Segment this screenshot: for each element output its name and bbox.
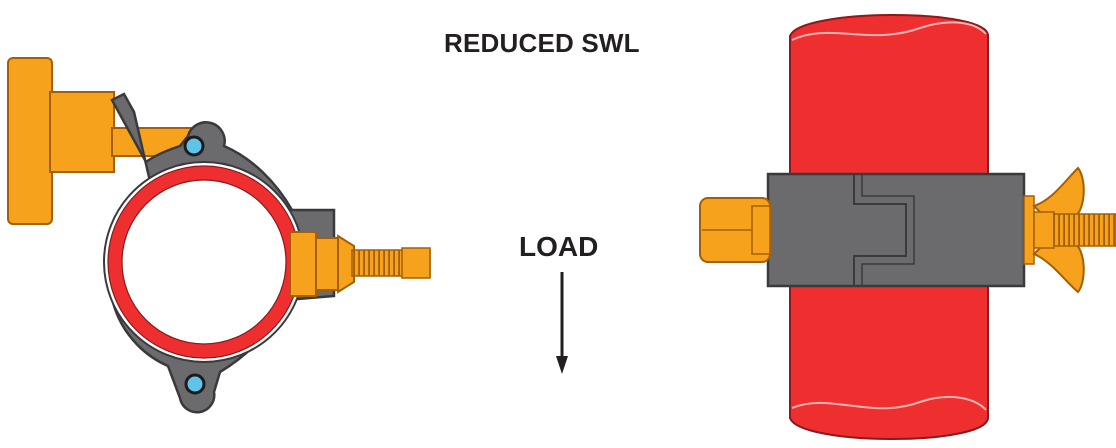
clamp-front-view bbox=[699, 14, 1116, 440]
threaded-bolt bbox=[1053, 213, 1116, 247]
load-label: LOAD bbox=[519, 231, 599, 262]
side-bolt bbox=[289, 231, 431, 297]
rivet-bottom bbox=[184, 373, 206, 395]
rivet-top bbox=[183, 135, 205, 157]
load-arrow bbox=[556, 272, 568, 374]
clamp-aperture bbox=[103, 161, 305, 363]
wing-nut bbox=[1023, 166, 1085, 294]
diagram-title: REDUCED SWL bbox=[444, 28, 640, 58]
clamp-band bbox=[766, 172, 1026, 288]
clamp-side-view bbox=[7, 57, 431, 414]
hex-nut bbox=[699, 197, 771, 263]
